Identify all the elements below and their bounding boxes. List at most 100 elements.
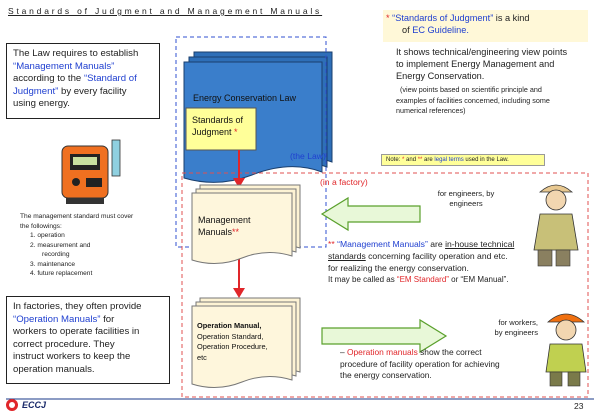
workers-caption: for workers, by engineers bbox=[468, 318, 538, 338]
mm-text: It may be called as bbox=[328, 275, 397, 284]
op-box-line: workers to operate facilities in bbox=[13, 326, 140, 337]
definition-box bbox=[383, 10, 588, 42]
op-box-line: In factories, they often provide bbox=[13, 301, 142, 312]
note-text: used in the Law. bbox=[463, 157, 509, 163]
engineers-caption: for engineers, by engineers bbox=[426, 189, 506, 209]
law-box-text: by every facility bbox=[58, 85, 127, 97]
om-text: show the correct bbox=[417, 347, 482, 357]
factory-label: (in a factory) bbox=[320, 177, 368, 187]
the-law-label: (the Law) bbox=[290, 151, 326, 161]
shows-line: Energy Conservation. bbox=[396, 71, 485, 81]
law-box-line: The Law requires to establish bbox=[13, 48, 139, 59]
energy-meter-icon bbox=[61, 139, 121, 204]
soj-label: Standards of Judgment * bbox=[192, 114, 243, 138]
om-line: the energy conservation. bbox=[340, 370, 432, 380]
page-number: 23 bbox=[574, 401, 584, 411]
viewpoints-text: (view points based on scientific princip… bbox=[396, 85, 600, 117]
op-box-text: for bbox=[100, 313, 115, 325]
mgmt-label-line: Management bbox=[198, 215, 251, 225]
arrow-engineers bbox=[320, 196, 421, 232]
note-text: Note: bbox=[386, 157, 403, 163]
list-intro: the followings: bbox=[20, 222, 62, 230]
mm-text: are bbox=[427, 239, 446, 249]
note-text: and bbox=[404, 157, 418, 163]
shows-text: It shows technical/engineering view poin… bbox=[396, 46, 596, 82]
mm-underline: standards bbox=[328, 251, 366, 261]
list-item: 1. operation bbox=[30, 232, 65, 239]
soj-mark: * bbox=[234, 127, 238, 137]
list-item: recording bbox=[42, 251, 70, 258]
soj-label-text: Judgment bbox=[192, 127, 232, 137]
legal-terms-note: Note: * and ** are legal terms used in t… bbox=[381, 154, 545, 166]
law-box-text: “Standard of bbox=[83, 73, 137, 84]
om-line: procedure of facility operation for achi… bbox=[340, 358, 500, 369]
mm-line: for realizing the energy conservation. bbox=[328, 263, 469, 273]
management-manuals-stack bbox=[191, 184, 301, 264]
mm-term: “Management Manuals” bbox=[334, 239, 428, 249]
op-label-line: Operation Procedure, bbox=[197, 342, 268, 351]
op-label-line: etc bbox=[197, 352, 207, 362]
law-requirement-box: The Law requires to establish “Managemen… bbox=[6, 43, 160, 119]
def-star: * bbox=[386, 13, 390, 23]
def-text: is a kind bbox=[493, 13, 530, 23]
mgmt-manuals-label: Management Manuals** bbox=[198, 214, 251, 238]
soj-definition: * “Standards of Judgment” is a kind of E… bbox=[386, 12, 586, 36]
mm-stars: ** bbox=[328, 239, 335, 249]
list-item: 2. measurement and bbox=[30, 241, 91, 249]
op-box-text: “Operation Manuals” bbox=[13, 313, 101, 325]
soj-label-line: Standards of bbox=[192, 115, 244, 125]
list-item: 3. maintenance bbox=[30, 260, 76, 268]
eng-line: engineers bbox=[449, 199, 483, 208]
list-item: 4. future replacement bbox=[30, 270, 93, 277]
mm-em-standard: “EM Standard” bbox=[396, 275, 449, 284]
operation-manuals-box: In factories, they often provide “Operat… bbox=[6, 296, 170, 384]
vp-line: examples of facilities concerned, includ… bbox=[396, 95, 550, 105]
arrow-workers bbox=[321, 318, 448, 354]
op-manuals-definition: – Operation manuals show the correct pro… bbox=[340, 347, 545, 382]
note-star: * bbox=[402, 157, 405, 163]
om-term: Operation manuals bbox=[347, 347, 418, 357]
mm-underline: in-house technical bbox=[445, 239, 515, 249]
engineer-icon bbox=[533, 184, 579, 267]
eccj-logo-icon bbox=[6, 399, 18, 411]
list-intro: The management standard must cover bbox=[20, 213, 134, 220]
shows-line: It shows technical/engineering view poin… bbox=[396, 47, 568, 57]
eng-line: for engineers, by bbox=[437, 189, 495, 198]
worker-icon bbox=[545, 313, 587, 387]
op-box-line: operation manuals. bbox=[13, 363, 95, 375]
def-ec: EC Guideline. bbox=[412, 25, 469, 35]
vp-line: (view points based on scientific princip… bbox=[400, 85, 542, 94]
op-label-line: Operation Manual, bbox=[197, 321, 262, 330]
law-label: Energy Conservation Law bbox=[193, 93, 297, 103]
law-box-line: “Management Manuals” bbox=[13, 60, 115, 72]
op-label-line: Operation Standard, bbox=[197, 331, 264, 341]
op-box-line: instruct workers to keep the bbox=[13, 351, 131, 362]
mgmt-label-text: Manuals bbox=[198, 227, 233, 237]
note-legal-terms: legal terms bbox=[434, 157, 464, 163]
page-title: Standards of Judgment and Management Man… bbox=[8, 6, 323, 16]
management-standard-list: The management standard must cover the f… bbox=[20, 212, 170, 279]
note-text: are bbox=[422, 157, 435, 163]
wk-line: for workers, bbox=[498, 318, 538, 327]
law-box-text: Judgment” bbox=[13, 85, 59, 97]
om-text: – bbox=[340, 347, 347, 357]
def-text: of bbox=[402, 25, 413, 35]
shows-line: to implement Energy Management and bbox=[396, 59, 555, 69]
operation-manuals-stack bbox=[191, 297, 301, 388]
op-box-line: correct procedure. They bbox=[13, 338, 115, 350]
law-box-text: according to the bbox=[13, 73, 84, 84]
mm-text: concerning facility operation and etc. bbox=[365, 251, 508, 261]
note-star: ** bbox=[417, 157, 423, 163]
vp-line: numerical references) bbox=[396, 106, 466, 115]
soj-note bbox=[185, 107, 257, 151]
factory-boundary bbox=[181, 172, 589, 398]
op-manuals-label: Operation Manual, Operation Standard, Op… bbox=[197, 321, 268, 363]
wk-line: by engineers bbox=[494, 328, 538, 337]
mgmt-manuals-definition: ** “Management Manuals” are in-house tec… bbox=[328, 238, 590, 286]
mm-text: or “EM Manual”. bbox=[448, 275, 509, 284]
law-box-line: using energy. bbox=[13, 98, 70, 109]
def-term: “Standards of Judgment” bbox=[389, 13, 494, 23]
mgmt-mark: ** bbox=[232, 227, 240, 237]
footer-logo: ECCJ bbox=[22, 400, 47, 410]
